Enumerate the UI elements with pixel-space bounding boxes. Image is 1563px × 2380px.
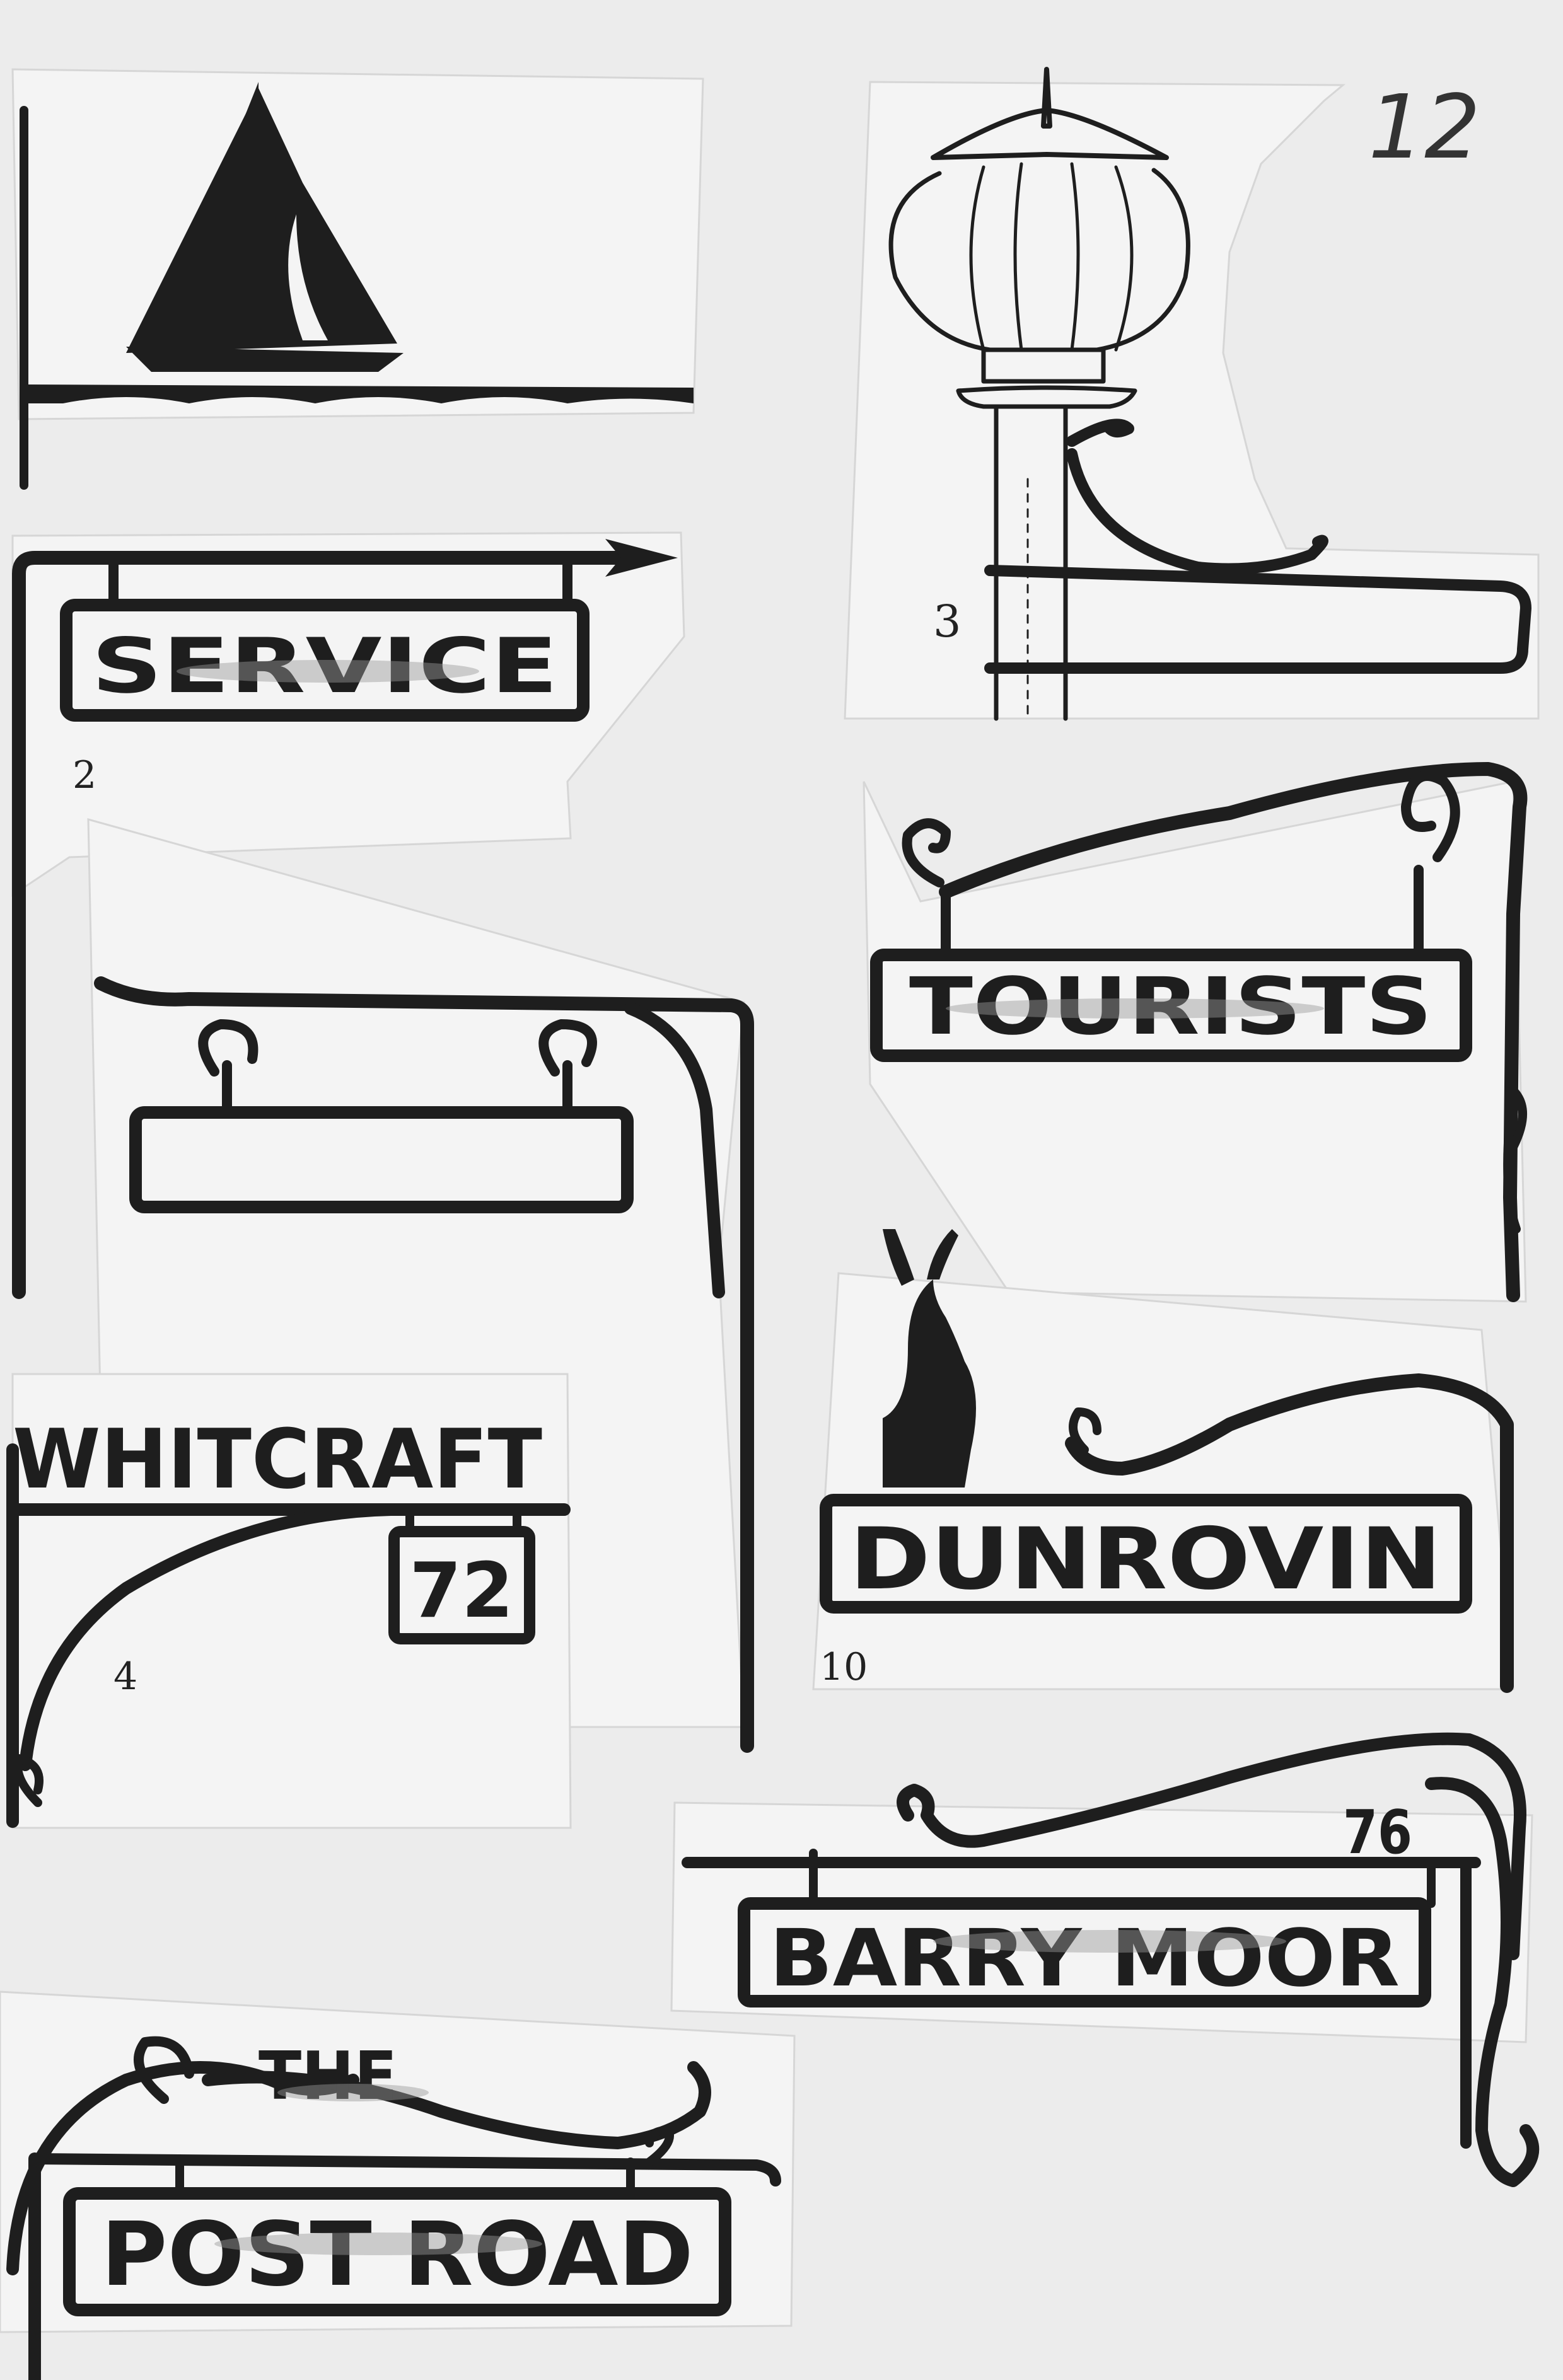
post-road-sign-label: POST ROAD [101,2204,694,2306]
dunrovin-sign-label: DUNROVIN [849,1510,1442,1609]
blank-bracket-sign [94,976,754,1753]
whitcraft-sign-number: 4 [113,1655,137,1699]
arrow-head-icon [605,539,678,577]
tourists-sign-label: TOURISTS [909,961,1432,1053]
barry-moor-sign-label: BARRY MOOR [769,1913,1400,2004]
corner-page-number: 12 [1368,76,1480,179]
post-road-sign: THE POST ROAD [6,2036,781,2380]
lamp-sign-number: 3 [933,596,962,647]
post-road-sign-label-top: THE [259,2038,397,2115]
sailboat-sign [20,82,694,490]
rabbit-icon [883,1229,976,1488]
barry-moor-sign: 76 BARRY MOOR [682,1732,1540,2187]
whitcraft-house-number: 72 [410,1547,514,1635]
lamp-sign: 3 [888,67,1531,721]
barry-moor-house-number: 76 [1343,1798,1412,1868]
whitcraft-sign: WHITCRAFT 72 4 [6,1411,571,1828]
tourists-sign: TOURISTS [870,762,1528,1302]
whitcraft-sign-label: WHITCRAFT [13,1411,542,1507]
service-sign-number: 2 [73,753,96,797]
pencil-smudges [177,660,1324,2255]
service-sign: SERVICE 2 [12,539,678,1299]
dunrovin-sign-number: 10 [820,1645,868,1689]
service-sign-label: SERVICE [91,623,558,710]
dunrovin-sign: DUNROVIN 10 [820,1229,1514,1693]
